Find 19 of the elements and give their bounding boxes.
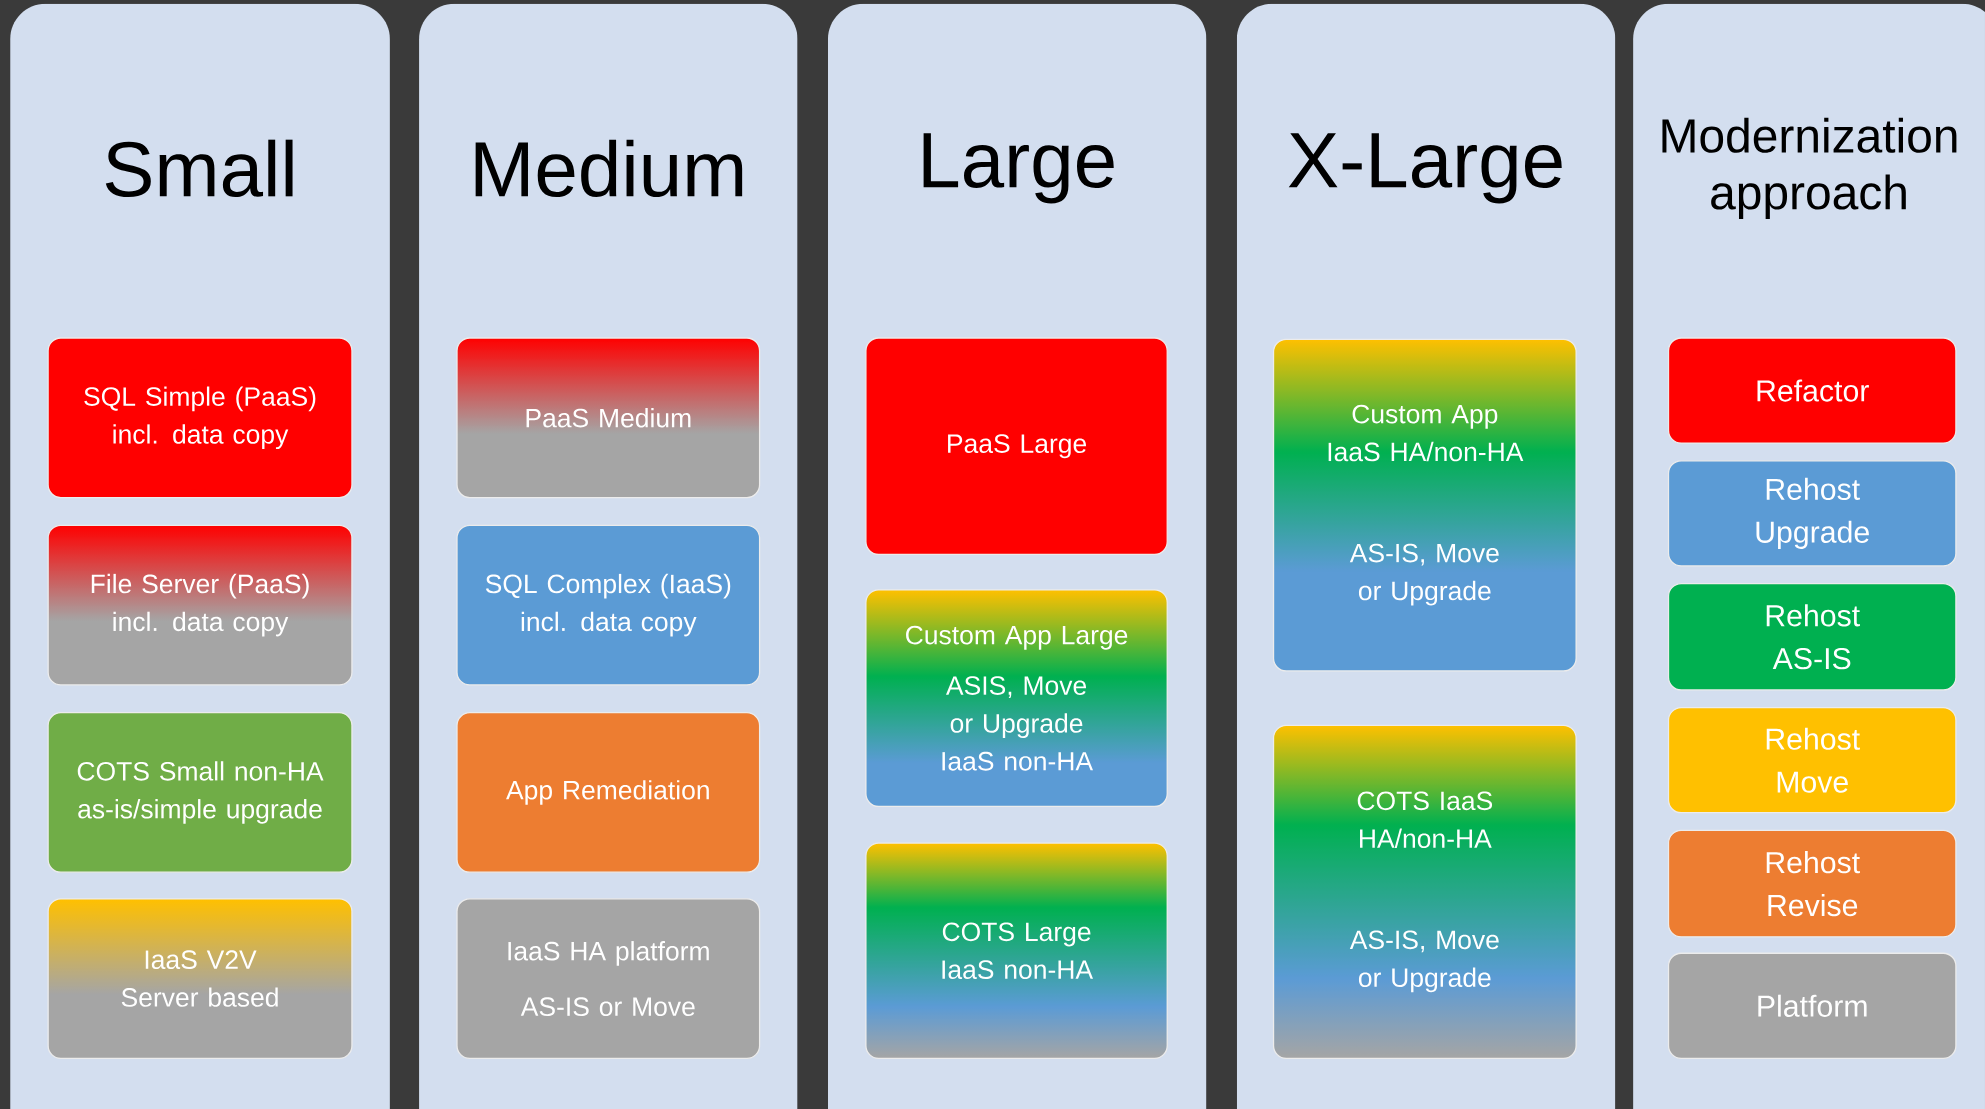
category-box: Rehost AS-IS xyxy=(1667,583,1957,691)
category-box: Rehost Revise xyxy=(1667,829,1957,938)
category-box: PaaS Medium xyxy=(456,337,761,499)
category-box: Rehost Upgrade xyxy=(1667,460,1957,567)
category-box: App Remediation xyxy=(456,712,761,873)
category-box: IaaS V2V Server based xyxy=(47,898,353,1059)
category-box: Custom App IaaS HA/non-HA AS-IS, Move or Upgrade xyxy=(1272,338,1577,672)
category-box: COTS Large IaaS non-HA xyxy=(865,842,1168,1059)
category-box: COTS IaaS HA/non-HA AS-IS, Move or Upgrade xyxy=(1272,724,1577,1059)
category-box: SQL Simple (PaaS) incl. data copy xyxy=(47,337,353,499)
category-box: SQL Complex (IaaS) incl. data copy xyxy=(456,524,761,686)
category-box: Custom App Large ASIS, Move or Upgrade IaaS non-HA xyxy=(865,589,1168,808)
category-box: COTS Small non-HA as-is/simple upgrade xyxy=(47,712,353,873)
category-box: IaaS HA platform AS-IS or Move xyxy=(456,898,761,1059)
category-box: File Server (PaaS) incl. data copy xyxy=(47,524,353,686)
category-box: Refactor xyxy=(1667,337,1957,444)
category-box: Platform xyxy=(1667,952,1957,1059)
category-box: Rehost Move xyxy=(1667,707,1957,814)
category-box: PaaS Large xyxy=(865,337,1168,556)
